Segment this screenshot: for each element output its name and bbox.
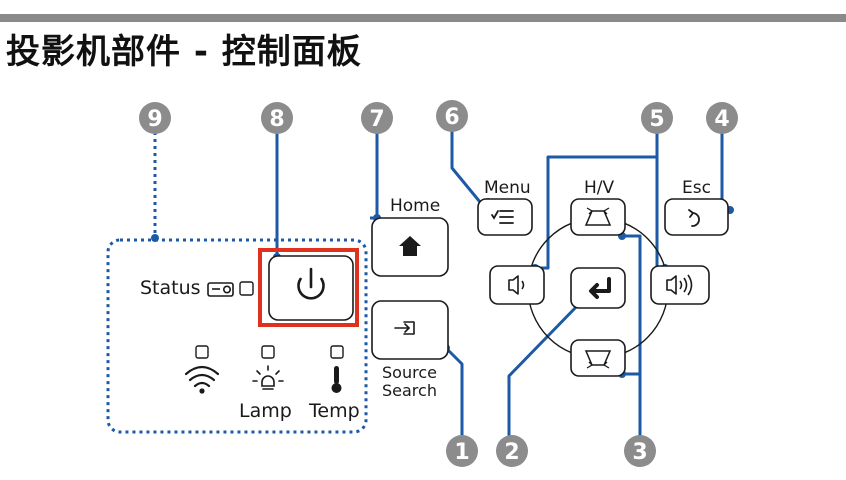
lamp-icon [252, 365, 284, 390]
wifi-icon-dot [199, 388, 205, 394]
source-label-line2: Search [382, 381, 437, 400]
source-input-icon [394, 321, 415, 335]
callout-badge-7: 7 [361, 102, 393, 134]
volume-down-icon [508, 275, 525, 295]
home-label: Home [390, 196, 440, 216]
callout-badge-2: 2 [496, 435, 528, 467]
projector-icon [207, 282, 234, 297]
keystone-up-button[interactable] [570, 198, 626, 236]
callout-badge-3: 3 [624, 435, 656, 467]
power-button-highlight [258, 248, 359, 327]
callout-badge-9: 9 [139, 102, 171, 134]
wireless-indicator-light [195, 345, 209, 359]
callout-badge-5: 5 [641, 102, 673, 134]
callout-badges: 9 8 7 6 5 4 1 2 [139, 100, 738, 467]
back-icon [688, 209, 700, 227]
svg-text:5: 5 [649, 107, 664, 132]
callout-badge-1: 1 [446, 435, 478, 467]
lamp-indicator-light [261, 345, 275, 359]
status-label: Status [140, 277, 201, 299]
indicator-panel-outline [106, 238, 368, 434]
temp-indicator-light [330, 345, 344, 359]
hv-label: H/V [584, 178, 615, 198]
callout-line-7 [370, 132, 379, 220]
status-indicator-light [239, 281, 254, 296]
home-icon [399, 236, 421, 256]
enter-button[interactable] [570, 267, 626, 309]
keystone-up-icon [584, 207, 612, 226]
enter-icon [589, 277, 611, 299]
svg-text:3: 3 [632, 440, 647, 465]
callout-badge-8: 8 [261, 102, 293, 134]
callout-line-3 [622, 234, 642, 440]
volume-down-button[interactable] [489, 265, 545, 305]
svg-text:1: 1 [454, 440, 469, 465]
svg-text:8: 8 [269, 107, 284, 132]
header-rule [0, 14, 846, 22]
keystone-down-button[interactable] [570, 339, 626, 377]
svg-text:6: 6 [444, 105, 459, 130]
volume-up-icon [666, 274, 693, 296]
menu-list-icon [491, 210, 514, 224]
callout-lines [153, 130, 730, 440]
keystone-down-icon [584, 350, 612, 369]
callout-line-6 [450, 130, 488, 204]
source-label-line1: Source [382, 363, 437, 382]
page-title: 投影机部件 - 控制面板 [6, 32, 362, 72]
menu-label: Menu [484, 178, 531, 198]
svg-text:7: 7 [369, 107, 384, 132]
svg-text:2: 2 [504, 440, 519, 465]
esc-label: Esc [682, 178, 711, 198]
lamp-label: Lamp [239, 400, 292, 422]
callout-line-2 [507, 301, 582, 440]
callout-badge-4: 4 [706, 102, 738, 134]
power-icon [297, 267, 325, 300]
callout-badge-6: 6 [436, 100, 468, 132]
callout-line-5a [535, 132, 659, 270]
svg-text:9: 9 [147, 107, 162, 132]
wifi-icon [184, 365, 220, 388]
thermometer-icon [331, 366, 342, 393]
esc-button[interactable] [664, 198, 729, 236]
callout-line-1 [444, 346, 464, 440]
source-search-button[interactable] [371, 300, 449, 360]
volume-up-button[interactable] [650, 265, 710, 305]
svg-text:4: 4 [714, 107, 729, 132]
temp-label: Temp [308, 400, 360, 422]
callout-line-4 [720, 132, 730, 212]
